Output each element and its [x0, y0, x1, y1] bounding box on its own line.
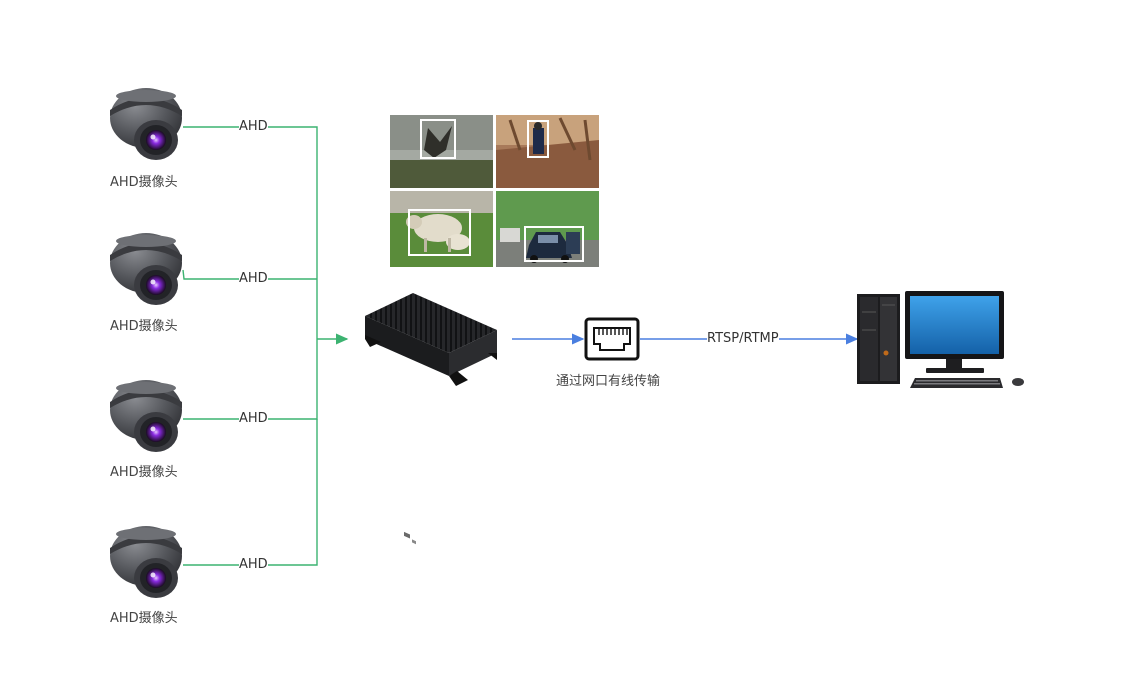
- camera-1: [110, 88, 182, 160]
- ahd-line-3: [183, 339, 318, 420]
- camera-4: [110, 526, 182, 598]
- ethernet-port-icon: [584, 317, 640, 361]
- camera-caption-3: AHD摄像头: [110, 465, 178, 480]
- edge-box-icon: [365, 293, 497, 545]
- camera-2: [110, 233, 182, 305]
- dome-camera-icon: [110, 88, 182, 160]
- network-caption: 通过网口有线传输: [556, 374, 661, 389]
- detection-thumb-person-jump: [390, 115, 493, 188]
- dome-camera-icon: [110, 526, 182, 598]
- ahd-line-2: [182, 269, 317, 280]
- camera-caption-1: AHD摄像头: [110, 175, 178, 190]
- ahd-line-1: [183, 126, 318, 339]
- camera-caption-4: AHD摄像头: [110, 611, 178, 626]
- dome-camera-icon: [110, 380, 182, 452]
- detection-thumb-car: [496, 191, 599, 267]
- ahd-links: [182, 126, 349, 566]
- ahd-link-label-1: AHD: [239, 119, 268, 135]
- camera-caption-2: AHD摄像头: [110, 319, 178, 334]
- stream-protocol-label: RTSP/RTMP: [707, 331, 779, 347]
- detection-thumb-sheep: [390, 191, 493, 267]
- ahd-link-label-2: AHD: [239, 271, 268, 287]
- ahd-link-label-4: AHD: [239, 557, 268, 573]
- dome-camera-icon: [110, 233, 182, 305]
- detection-preview-grid: [390, 115, 599, 267]
- detection-thumb-walker: [496, 115, 599, 188]
- desktop-computer-icon: [857, 291, 1024, 388]
- camera-3: [110, 380, 182, 452]
- ahd-link-label-3: AHD: [239, 411, 268, 427]
- ahd-line-4: [183, 419, 318, 566]
